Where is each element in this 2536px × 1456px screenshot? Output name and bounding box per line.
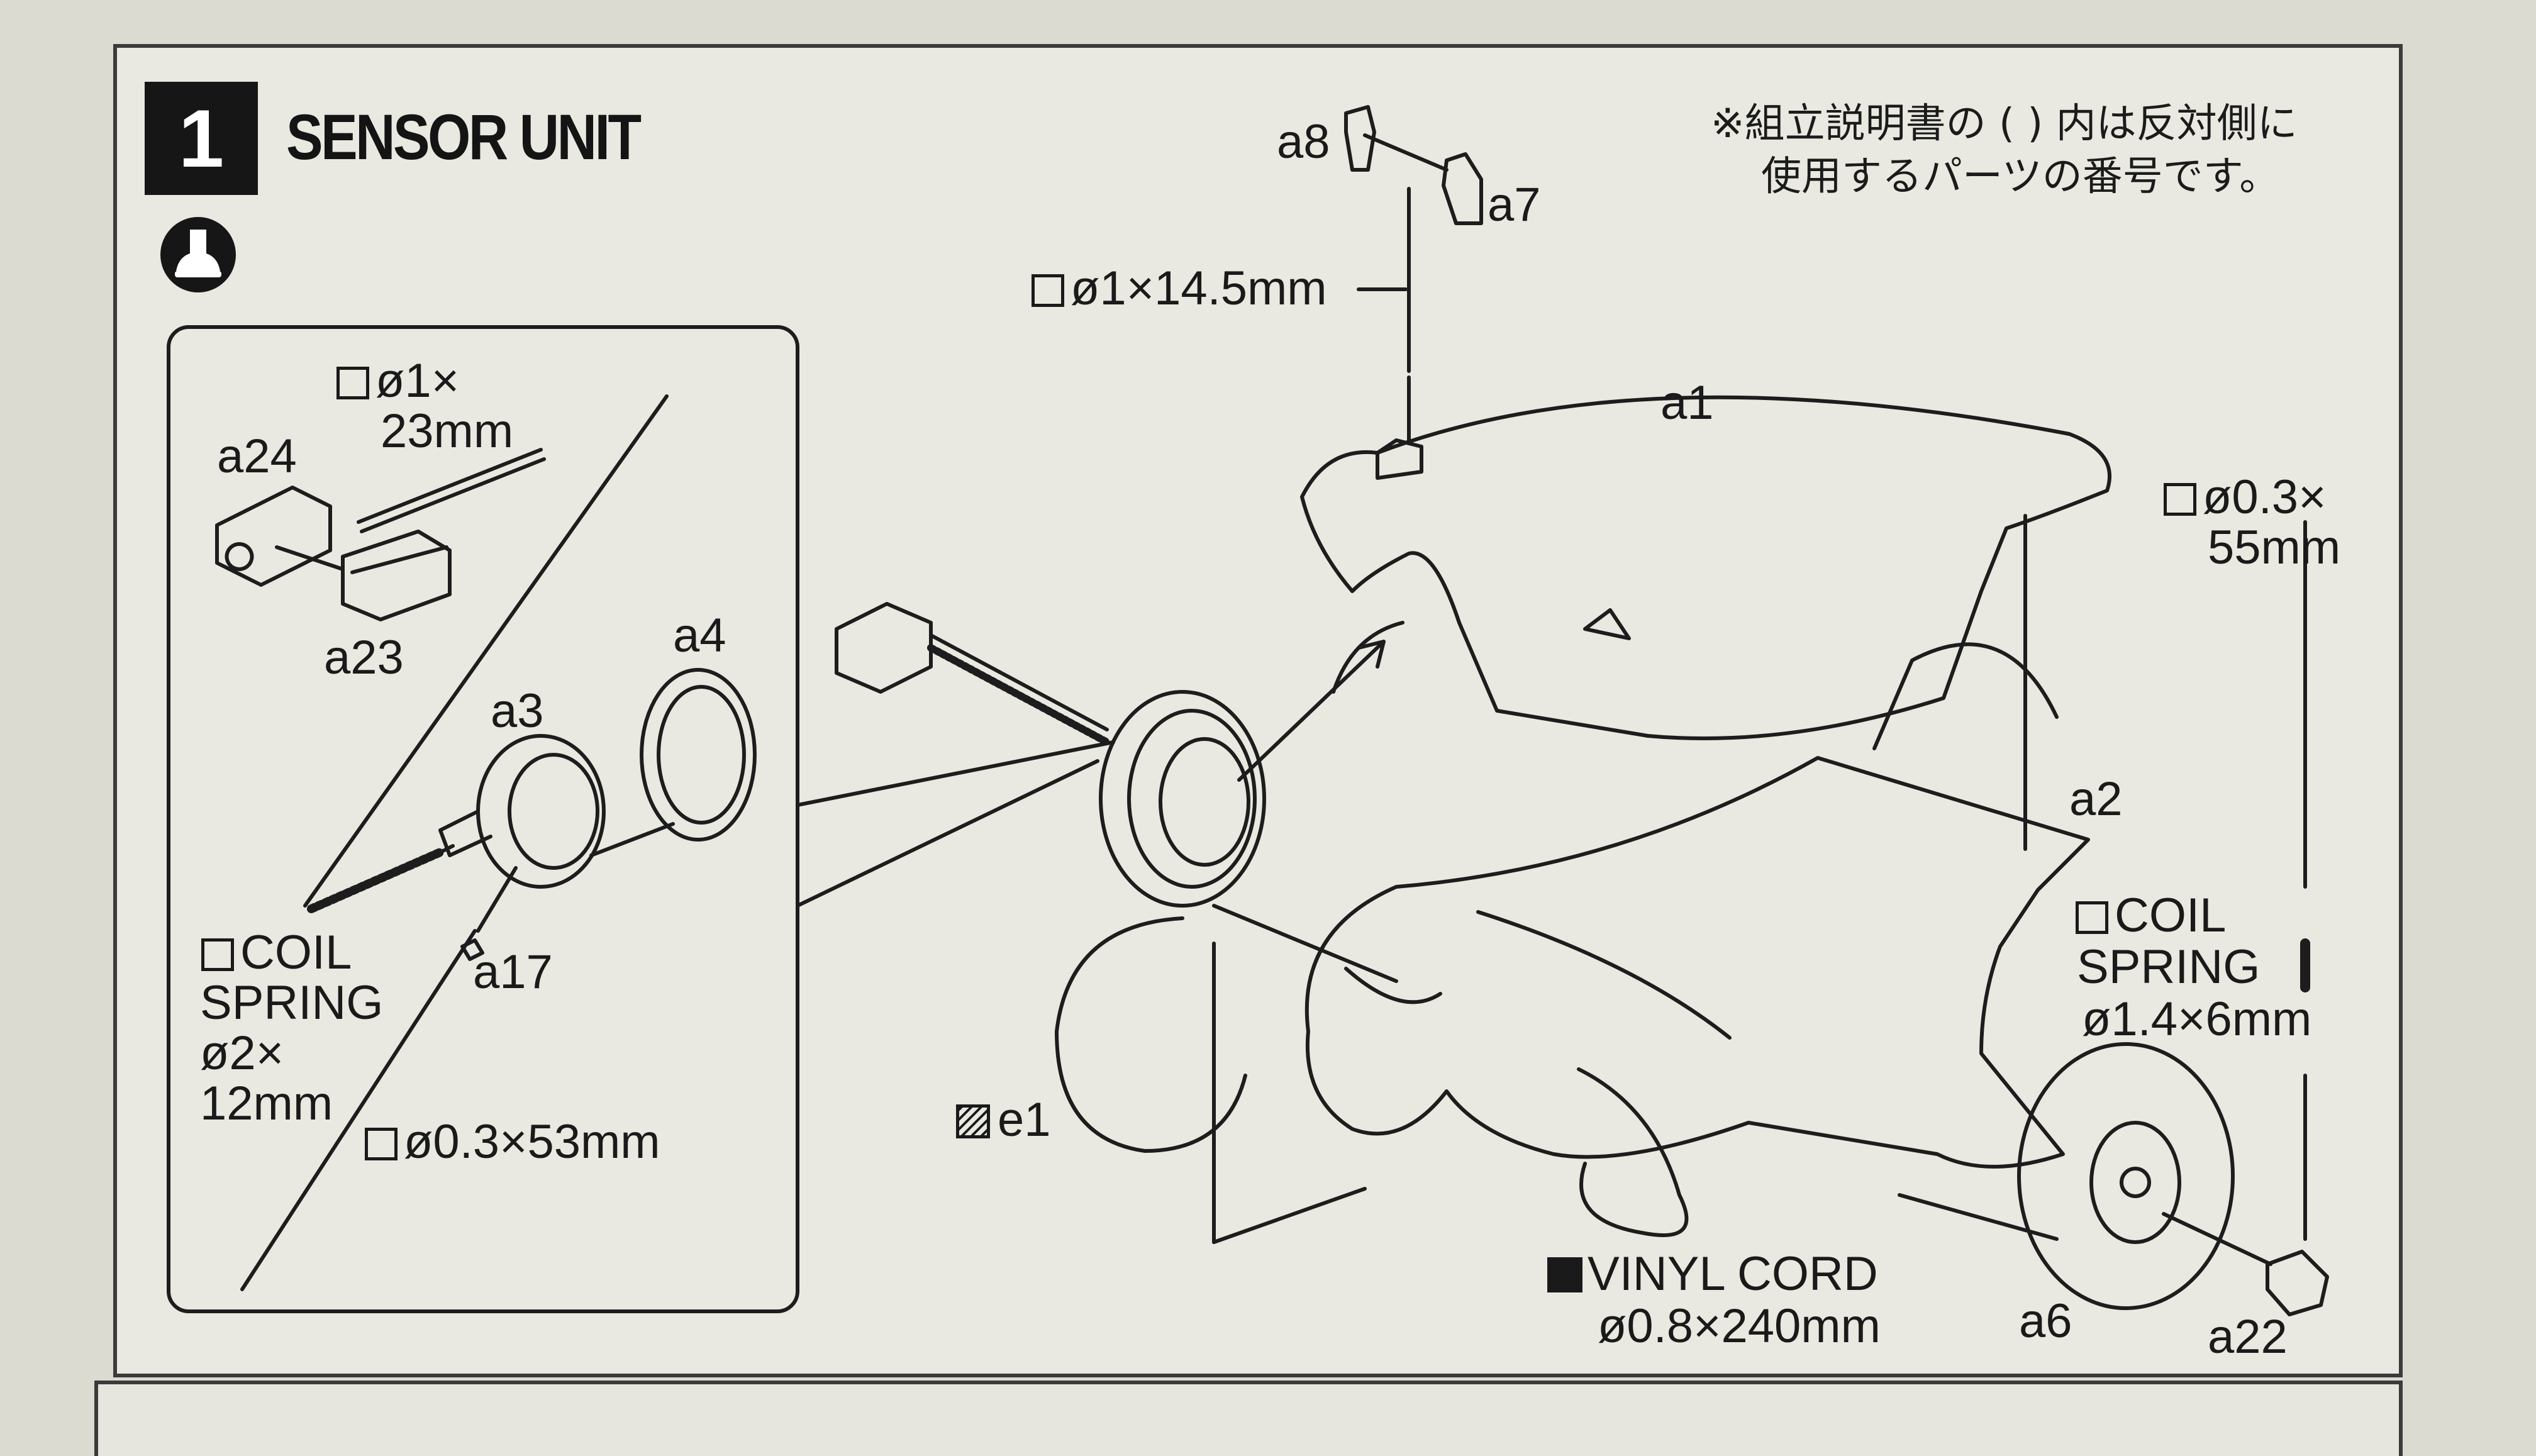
label-coil-left-4: 12mm [200, 1077, 333, 1130]
inset-wire-lower [240, 929, 477, 1291]
label-cord-1: VINYL CORD [1547, 1248, 1878, 1300]
inset-wire [303, 394, 669, 908]
part-a17 [460, 866, 518, 961]
label-a23: a23 [324, 631, 404, 684]
label-e1: e1 [956, 1094, 1051, 1146]
label-rod-top: ø1×14.5mm [1032, 263, 1327, 314]
label-wire-right-2: 55mm [2208, 521, 2341, 574]
parts-note: ※組立説明書の ( ) 内は反対側に 使用するパーツの番号です。 [1711, 97, 2298, 203]
vinyl-cord [1577, 1067, 1689, 1237]
inset-rod [357, 448, 546, 533]
inset-coil-spring [307, 848, 445, 913]
label-a2: a2 [2069, 772, 2123, 826]
part-a7 [1442, 152, 1483, 225]
sensor-plug [835, 602, 933, 694]
label-a1: a1 [1660, 376, 1714, 430]
arrow-a24-a23 [275, 545, 345, 571]
arrow-a6-a2 [1898, 1193, 2059, 1241]
part-e1 [1055, 916, 1247, 1153]
label-a4: a4 [673, 609, 726, 662]
label-a22: a22 [2208, 1310, 2288, 1364]
exploded-diagram [167, 105, 2329, 1316]
label-a3: a3 [491, 684, 544, 738]
arrow-a3-a4 [589, 822, 675, 857]
note-line-1: ※組立説明書の ( ) 内は反対側に [1711, 101, 2298, 147]
label-rod-inset-2: 23mm [381, 404, 514, 458]
sensor-ring [1099, 690, 1266, 908]
label-wire-right-1: ø0.3× [2164, 472, 2326, 523]
arrow-e1-a2 [1212, 1187, 1367, 1244]
label-a17: a17 [473, 945, 553, 999]
part-a24 [215, 486, 332, 587]
label-rod-inset-1: ø1× [336, 355, 459, 407]
part-a2 [1304, 756, 2090, 1169]
detail-inset-frame [167, 325, 799, 1313]
inset-leader-lines [796, 740, 1115, 908]
label-a7: a7 [1488, 178, 1541, 231]
part-a22 [2266, 1250, 2329, 1316]
label-a24: a24 [217, 430, 297, 483]
label-coil-left-1: COIL [201, 928, 352, 978]
label-coil-left-3: ø2× [200, 1026, 284, 1080]
label-cord-2: ø0.8×240mm [1598, 1299, 1881, 1353]
arrow-a8-a7 [1363, 133, 1449, 172]
step-title: SENSOR UNIT [286, 101, 642, 173]
arrow-ring-a2 [1212, 904, 1398, 983]
arrow-a22-a6 [2162, 1212, 2272, 1266]
label-a8: a8 [1277, 115, 1330, 169]
step-number: 1 [145, 82, 258, 195]
label-wire-left: ø0.3×53mm [365, 1116, 660, 1168]
label-coil-right-3: ø1.4×6mm [2082, 992, 2312, 1046]
part-a6 [2017, 1042, 2235, 1310]
part-a4 [640, 668, 757, 842]
label-coil-right-2: SPRING [2077, 940, 2261, 994]
part-a23 [341, 530, 452, 621]
note-line-2: 使用するパーツの番号です。 [1761, 153, 2280, 200]
glue-icon [160, 217, 236, 292]
part-a8 [1344, 105, 1376, 172]
label-a6: a6 [2019, 1294, 2072, 1348]
label-coil-left-2: SPRING [200, 976, 384, 1030]
arrow-a1-ring [1237, 640, 1386, 782]
label-coil-right-1: COIL [2076, 890, 2226, 942]
